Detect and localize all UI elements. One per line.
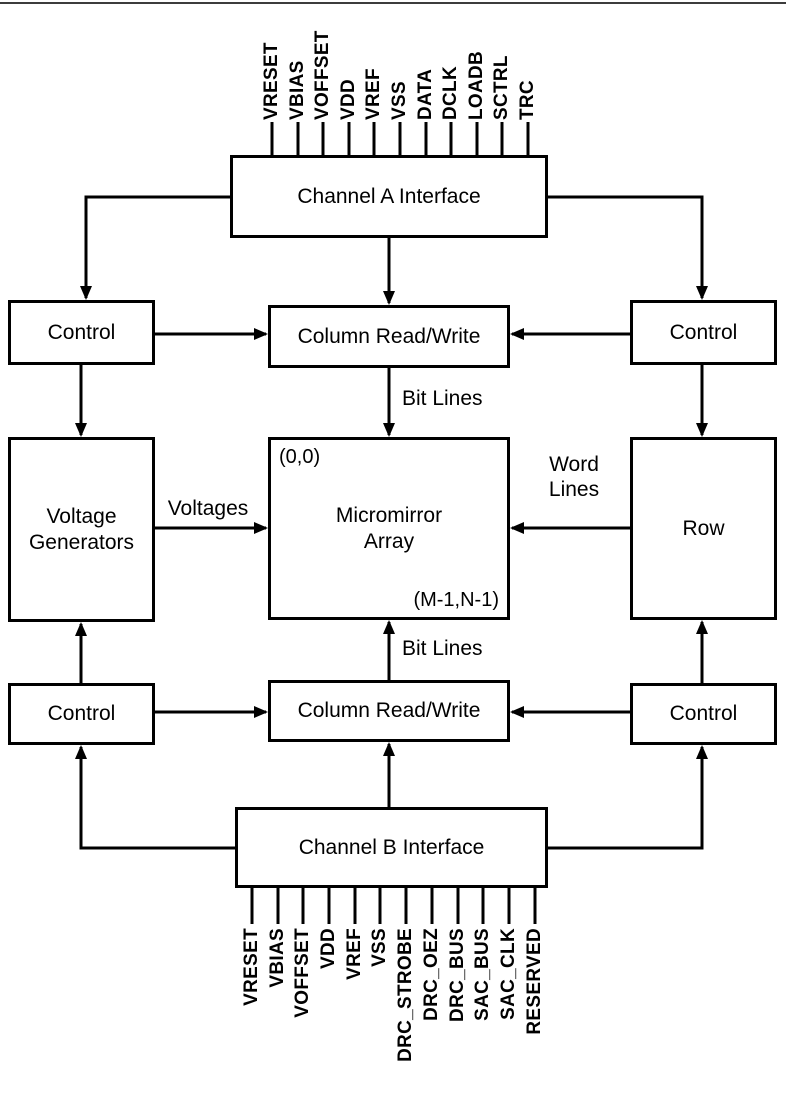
column-read-write-top-box: Column Read/Write	[268, 305, 510, 368]
column-read-write-label: Column Read/Write	[297, 699, 481, 722]
pin-label: VDD	[318, 928, 339, 970]
pin-label: DATA	[415, 68, 436, 120]
pin-label: VRESET	[261, 42, 282, 120]
pin-label: VOFFSET	[292, 928, 313, 1018]
control-label: Control	[47, 320, 116, 344]
channel-a-interface-label: Channel A Interface	[297, 184, 481, 208]
micromirror-array-label-line1: Micromirror	[335, 503, 443, 527]
control-label: Control	[47, 702, 116, 725]
voltage-generators-box: Voltage Generators	[8, 437, 155, 622]
top-pin-lines	[270, 122, 530, 155]
control-bottom-left-box: Control	[8, 683, 155, 745]
pin-label: VBIAS	[267, 928, 288, 988]
word-lines-label-line2: Lines	[548, 478, 600, 501]
pin-label: VDD	[338, 78, 359, 120]
channel-a-interface-box: Channel A Interface	[230, 155, 548, 238]
voltage-generators-label-line1: Voltage	[46, 504, 117, 528]
pin-label: VOFFSET	[312, 30, 333, 120]
word-lines-label-line1: Word	[549, 453, 599, 476]
channel-b-interface-label: Channel B Interface	[298, 835, 485, 859]
pin-label: SAC_BUS	[472, 928, 493, 1021]
control-top-left-box: Control	[8, 300, 155, 365]
bit-lines-top-label: Bit Lines	[402, 387, 483, 410]
extent-corner-label: (M-1,N-1)	[413, 589, 499, 611]
pin-label: SCTRL	[491, 55, 512, 120]
pin-label: VREF	[344, 928, 365, 980]
row-box: Row	[630, 437, 777, 620]
arrow-channel-a-to-control-top-left	[80, 195, 230, 300]
origin-corner-label: (0,0)	[279, 446, 321, 468]
pin-label: LOADB	[466, 50, 487, 120]
pin-label: RESERVED	[524, 928, 545, 1035]
micromirror-array-label-line2: Array	[363, 529, 415, 553]
top-rule-divider	[0, 2, 786, 4]
voltage-generators-label-line2: Generators	[28, 530, 135, 554]
control-top-right-box: Control	[630, 300, 777, 365]
pin-label: VSS	[369, 928, 390, 967]
pin-label: DRC_BUS	[447, 928, 468, 1022]
pin-label: VSS	[389, 81, 410, 120]
pin-label: DCLK	[440, 66, 461, 120]
word-lines-label: Word Lines	[520, 452, 628, 502]
channel-b-interface-box: Channel B Interface	[235, 807, 548, 888]
control-label: Control	[669, 702, 738, 725]
voltages-label: Voltages	[167, 497, 249, 520]
bit-lines-bottom-label: Bit Lines	[402, 637, 483, 660]
pin-label: VBIAS	[287, 60, 308, 120]
pin-label: TRC	[517, 80, 538, 120]
pin-label: DRC_STROBE	[395, 928, 416, 1062]
micromirror-array-box: (0,0) Micromirror Array (M-1,N-1)	[268, 437, 510, 620]
control-bottom-right-box: Control	[630, 683, 777, 745]
control-label: Control	[669, 320, 738, 344]
pin-label: VRESET	[241, 928, 262, 1006]
pin-label: SAC_CLK	[498, 928, 519, 1020]
bottom-pin-lines	[250, 888, 537, 924]
pin-label: DRC_OEZ	[421, 928, 442, 1021]
arrow-channel-a-to-control-top-right	[548, 195, 708, 300]
arrow-channel-b-to-control-bottom-left	[75, 745, 235, 850]
column-read-write-label: Column Read/Write	[297, 324, 481, 348]
column-read-write-bottom-box: Column Read/Write	[268, 680, 510, 742]
row-label: Row	[682, 516, 725, 540]
pin-label: VREF	[363, 68, 384, 120]
arrow-channel-b-to-control-bottom-right	[548, 745, 708, 850]
